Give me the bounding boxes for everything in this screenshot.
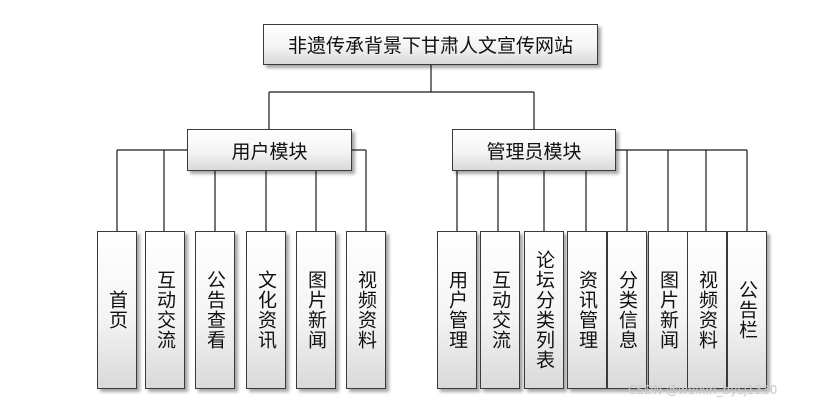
leaf-label: 公告查看: [204, 270, 226, 350]
user-leaf-notice-view: 公告查看: [195, 231, 235, 389]
admin-leaf-photo-news: 图片新闻: [648, 231, 688, 389]
leaf-label: 资讯管理: [576, 270, 598, 350]
admin-leaf-user-management: 用户管理: [437, 231, 477, 389]
leaf-label: 视频资料: [696, 270, 718, 350]
leaf-label: 互动交流: [154, 270, 176, 350]
user-leaf-home: 首页: [97, 231, 137, 389]
root-node: 非遗传承背景下甘肃人文宣传网站: [263, 24, 598, 65]
admin-leaf-news-management: 资讯管理: [567, 231, 607, 389]
user-leaf-video: 视频资料: [346, 231, 386, 389]
user-leaf-culture-news: 文化资讯: [246, 231, 286, 389]
leaf-label: 首页: [106, 290, 128, 330]
user-module-label: 用户模块: [231, 140, 308, 163]
admin-module-node: 管理员模块: [452, 129, 616, 171]
leaf-label: 视频资料: [355, 270, 377, 350]
user-leaf-photo-news: 图片新闻: [296, 231, 336, 389]
admin-leaf-forum-categories: 论坛分类列表: [524, 231, 564, 389]
leaf-label: 文化资讯: [255, 270, 277, 350]
leaf-label: 论坛分类列表: [533, 250, 555, 370]
admin-leaf-interaction: 互动交流: [480, 231, 520, 389]
user-leaf-interaction: 互动交流: [145, 231, 185, 389]
watermark: CSDN @weixin_bysj1330: [628, 383, 778, 397]
admin-leaf-bulletin-board: 公告栏: [727, 231, 767, 389]
root-node-label: 非遗传承背景下甘肃人文宣传网站: [287, 35, 573, 57]
admin-leaf-video: 视频资料: [687, 231, 727, 389]
leaf-label: 用户管理: [446, 270, 468, 350]
admin-leaf-category-info: 分类信息: [607, 231, 647, 389]
leaf-label: 图片新闻: [305, 270, 327, 350]
admin-module-label: 管理员模块: [486, 140, 582, 163]
leaf-label: 公告栏: [736, 280, 758, 340]
leaf-label: 图片新闻: [657, 270, 679, 350]
leaf-label: 分类信息: [616, 270, 638, 350]
leaf-label: 互动交流: [489, 270, 511, 350]
user-module-node: 用户模块: [187, 129, 352, 171]
